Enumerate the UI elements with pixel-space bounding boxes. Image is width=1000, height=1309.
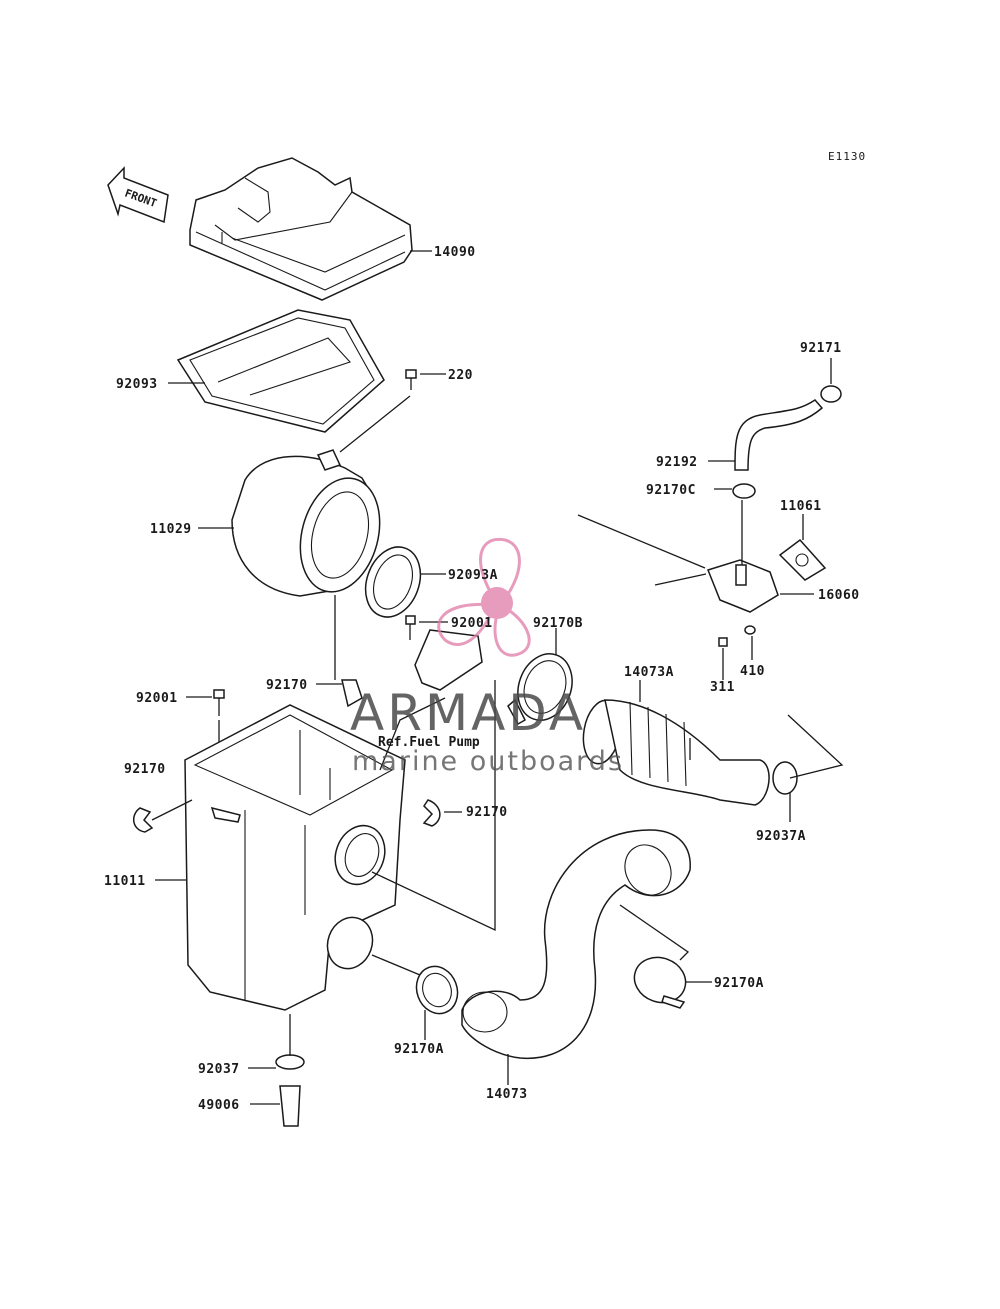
air-cleaner-cover [189, 157, 413, 301]
part-label: 92037A [756, 829, 806, 844]
part-label: 92170C [646, 483, 696, 498]
part-label: 311 [710, 680, 735, 695]
reference-note: Ref.Fuel Pump [378, 735, 480, 750]
boot-14073A [582, 699, 770, 806]
intake-duct-14073 [461, 829, 691, 1060]
clamp-92170C [732, 483, 756, 499]
part-label: 14073A [624, 665, 674, 680]
seal-92093A [364, 546, 422, 618]
part-label: 11029 [150, 522, 192, 537]
clamp-92170A-lower [415, 965, 459, 1015]
part-label: 14073 [486, 1087, 528, 1102]
washer-410 [744, 625, 756, 635]
part-label: 49006 [198, 1098, 240, 1113]
clamp-92171 [820, 385, 842, 403]
front-arrow-icon: FRONT [107, 166, 169, 224]
watermark-title: ARMADA [350, 684, 586, 742]
watermark: ARMADA marine outboards [350, 537, 624, 777]
part-label: 11011 [104, 874, 146, 889]
diagram-code: E1130 [828, 150, 866, 163]
part-label: 92170 [266, 678, 308, 693]
part-label: 92093 [116, 377, 158, 392]
watermark-subtitle: marine outboards [352, 746, 624, 777]
part-label: 92171 [800, 341, 842, 356]
clamp-92170B [507, 653, 573, 726]
drain-tube-49006 [279, 1085, 301, 1127]
screw-220 [405, 369, 417, 390]
nut-311 [718, 637, 728, 647]
part-label: 11061 [780, 499, 822, 514]
part-label: 92001 [136, 691, 178, 706]
part-label: 16060 [818, 588, 860, 603]
hose-92192 [734, 399, 824, 471]
clamp-92170A-right [633, 956, 687, 1009]
clip-92170-right [422, 799, 441, 827]
clip-92170-left [133, 807, 154, 833]
part-label: 92037 [198, 1062, 240, 1077]
part-label: 410 [740, 664, 765, 679]
air-box-housing [184, 704, 406, 1011]
gasket-11061 [778, 538, 827, 581]
bracket-bolt [405, 615, 483, 691]
propeller-logo-icon [437, 537, 531, 657]
part-label: 92170 [124, 762, 166, 777]
clip-92170-upper [341, 679, 363, 708]
bolt-92001-left [213, 689, 225, 716]
part-label: 92093A [448, 568, 498, 583]
fitting-16060 [707, 559, 779, 613]
part-label: 92192 [656, 455, 698, 470]
part-label: 220 [448, 368, 473, 383]
part-label: 92170A [714, 976, 764, 991]
clamp-92037A [772, 761, 798, 822]
part-label: 92170A [394, 1042, 444, 1057]
part-label: 92170B [533, 616, 583, 631]
clamp-92037 [275, 1014, 305, 1070]
filter-element [231, 449, 381, 597]
part-label: 14090 [434, 245, 476, 260]
part-label: 92001 [451, 616, 493, 631]
gasket-92093 [176, 309, 385, 433]
part-label: 92170 [466, 805, 508, 820]
